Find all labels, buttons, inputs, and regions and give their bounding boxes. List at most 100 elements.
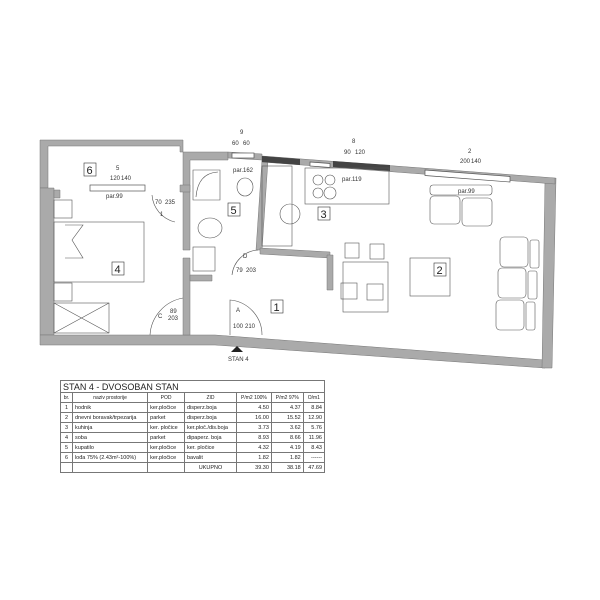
table-cell: ker. pločice xyxy=(183,442,238,453)
table-cell: 5.76 xyxy=(302,422,326,433)
svg-text:5: 5 xyxy=(116,166,120,172)
svg-text:par.99: par.99 xyxy=(458,189,475,195)
col-br: br. xyxy=(60,392,73,403)
svg-text:120: 120 xyxy=(110,176,121,182)
room-6-label: 6 xyxy=(83,162,97,177)
col-name: naziv prostorije xyxy=(71,392,149,403)
svg-text:8: 8 xyxy=(352,139,356,145)
door-labels: A 100 210 C 89 203 D 79 203 1 70 235 xyxy=(155,200,257,330)
table-cell: kupatilo xyxy=(71,442,149,453)
table-cell: kuhinja xyxy=(71,422,149,433)
svg-text:90: 90 xyxy=(344,150,351,156)
svg-text:1: 1 xyxy=(160,212,164,218)
svg-text:210: 210 xyxy=(245,324,256,330)
table-cell: ker.ploč./dis.boja xyxy=(183,422,238,433)
window-labels: 5 120 140 par.99 9 60 60 par.162 8 90 12… xyxy=(106,130,482,200)
table-cell: 8.93 xyxy=(236,432,272,443)
table-cell: dipaperz. boja xyxy=(183,432,238,443)
svg-text:200: 200 xyxy=(460,159,471,165)
table-cell: 12.90 xyxy=(302,412,326,423)
room-4-label: 4 xyxy=(111,261,125,276)
svg-text:C: C xyxy=(158,314,163,320)
hatched-wall xyxy=(262,156,390,171)
table-cell: 15.52 xyxy=(270,412,304,423)
svg-text:100: 100 xyxy=(233,324,244,330)
table-cell: 3 xyxy=(60,422,73,433)
table-cell: 2 xyxy=(60,412,73,423)
table-cell: ker.pločice xyxy=(147,452,185,463)
svg-text:9: 9 xyxy=(240,130,244,136)
table-cell: bavalit xyxy=(183,452,238,463)
table-cell: hodnik xyxy=(71,402,149,413)
table-cell: 8.84 xyxy=(302,402,326,413)
table-cell: lođa 75% (2.43m²-100%) xyxy=(71,452,149,463)
col-wall: ZID xyxy=(183,392,238,403)
svg-text:140: 140 xyxy=(121,176,132,182)
table-cell: soba xyxy=(71,432,149,443)
svg-text:140: 140 xyxy=(471,159,482,165)
svg-text:79: 79 xyxy=(236,268,243,274)
table-cell: 11.96 xyxy=(302,432,326,443)
table-cell: disperz.boja xyxy=(183,402,238,413)
table-cell: parket xyxy=(147,412,185,423)
table-cell: 8.66 xyxy=(270,432,304,443)
col-area-97: P/m2 97% xyxy=(270,392,304,403)
table-cell: ------ xyxy=(302,452,326,463)
svg-text:1: 1 xyxy=(274,302,280,314)
svg-text:5: 5 xyxy=(231,205,237,217)
room-3-label: 3 xyxy=(317,206,331,221)
svg-text:235: 235 xyxy=(165,200,176,206)
col-area-100: P/m2 100% xyxy=(236,392,272,403)
svg-text:120: 120 xyxy=(355,150,366,156)
svg-text:par.99: par.99 xyxy=(106,194,123,200)
table-cell: 5 xyxy=(60,442,73,453)
table-cell: 1 xyxy=(60,402,73,413)
table-cell: 6 xyxy=(60,452,73,463)
svg-text:par.162: par.162 xyxy=(233,168,254,174)
entrance-marker: STAN 4 xyxy=(228,346,249,363)
room-1-label: 1 xyxy=(270,299,284,314)
table-cell: 8.43 xyxy=(302,442,326,453)
room-numbers: 6 4 5 3 2 1 xyxy=(83,162,447,314)
table-cell: 4 xyxy=(60,432,73,443)
svg-text:par.119: par.119 xyxy=(342,177,362,183)
svg-text:2: 2 xyxy=(468,149,472,155)
table-cell: disperz.boja xyxy=(183,412,238,423)
table-cell: ker.pločice xyxy=(147,402,185,413)
table-cell: 3.73 xyxy=(236,422,272,433)
table-cell: parket xyxy=(147,432,185,443)
col-floor: POD xyxy=(147,392,185,403)
svg-text:4: 4 xyxy=(115,264,121,276)
svg-text:3: 3 xyxy=(321,209,327,221)
svg-text:203: 203 xyxy=(246,268,257,274)
table-cell: 1.82 xyxy=(236,452,272,463)
svg-text:60: 60 xyxy=(232,141,239,147)
floor-plan: 6 4 5 3 2 1 A 100 210 C 89 203 D 79 203 … xyxy=(39,130,557,369)
table-cell: ker.pločice xyxy=(147,442,185,453)
svg-text:6: 6 xyxy=(87,165,93,177)
table-cell: 4.37 xyxy=(270,402,304,413)
svg-text:70: 70 xyxy=(155,200,162,206)
table-cell: 4.19 xyxy=(270,442,304,453)
svg-text:A: A xyxy=(236,308,240,314)
windows xyxy=(89,152,511,192)
table-cell: ker. pločice xyxy=(147,422,185,433)
room-schedule-table: STAN 4 - DVOSOBAN STAN br. naziv prostor… xyxy=(60,380,326,473)
table-cell: 3.62 xyxy=(270,422,304,433)
room-5-label: 5 xyxy=(227,202,241,217)
room-2-label: 2 xyxy=(433,262,447,277)
table-cell: 1.82 xyxy=(270,452,304,463)
table-cell: 4.50 xyxy=(236,402,272,413)
svg-text:2: 2 xyxy=(437,265,443,277)
svg-text:60: 60 xyxy=(243,141,250,147)
svg-text:89: 89 xyxy=(170,309,177,315)
table-title: STAN 4 - DVOSOBAN STAN xyxy=(60,380,325,393)
svg-text:D: D xyxy=(243,254,248,260)
svg-text:203: 203 xyxy=(168,316,179,322)
